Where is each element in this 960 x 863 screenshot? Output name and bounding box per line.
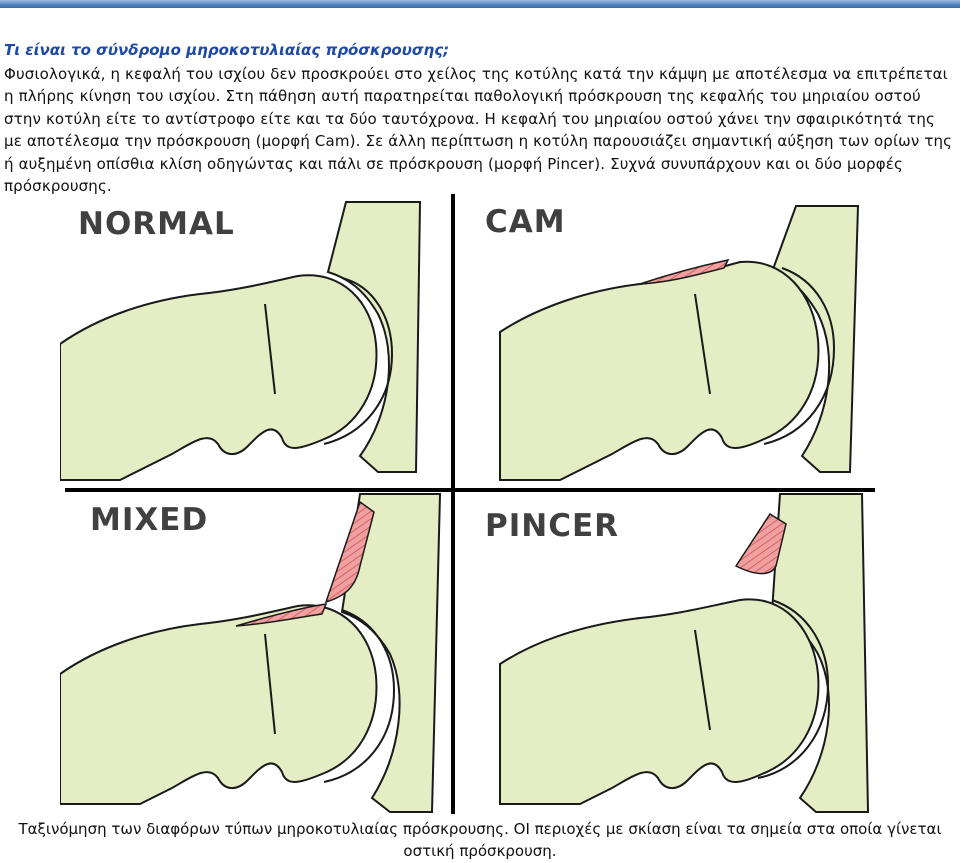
femur-line (264, 633, 276, 735)
panel-label-pincer: PINCER (485, 508, 619, 544)
panel-cam: CAM (485, 204, 860, 481)
pelvis-shape (326, 201, 422, 473)
panel-mixed: MIXED (60, 493, 442, 813)
cam-impingement-region (639, 258, 730, 285)
acetabulum-arc (757, 599, 830, 779)
femur-shape (499, 598, 820, 805)
document-title: Τι είναι το σύνδρομο μηροκοτυλιαίας πρόσ… (4, 41, 450, 59)
panel-pincer: PINCER (485, 493, 870, 813)
pincer-impingement-region (734, 512, 787, 575)
femur-shape (60, 604, 378, 805)
body-paragraph: Φυσιολογικά, η κεφαλή του ισχίου δεν προ… (4, 65, 953, 196)
acetabulum-arc (323, 277, 394, 445)
top-accent-bar (0, 0, 960, 8)
impingement-figure: NORMAL CAM MIXED PINCER (60, 194, 875, 814)
femur-line (694, 293, 711, 395)
femur-shape (499, 260, 820, 481)
femur-line (694, 629, 711, 731)
femur-line (264, 303, 276, 395)
panel-normal: NORMAL (60, 201, 422, 481)
panel-label-mixed: MIXED (90, 502, 208, 538)
acetabulum-arc (763, 267, 836, 445)
femur-shape (60, 274, 378, 481)
pelvis-shape (340, 493, 442, 813)
acetabulum-arc (323, 609, 396, 783)
panel-label-cam: CAM (485, 204, 566, 240)
cam-impingement-region (235, 603, 328, 627)
figure-caption: Ταξινόμηση των διαφόρων τύπων μηροκοτυλι… (18, 820, 942, 860)
pincer-impingement-region (324, 500, 375, 604)
panel-label-normal: NORMAL (78, 206, 235, 242)
